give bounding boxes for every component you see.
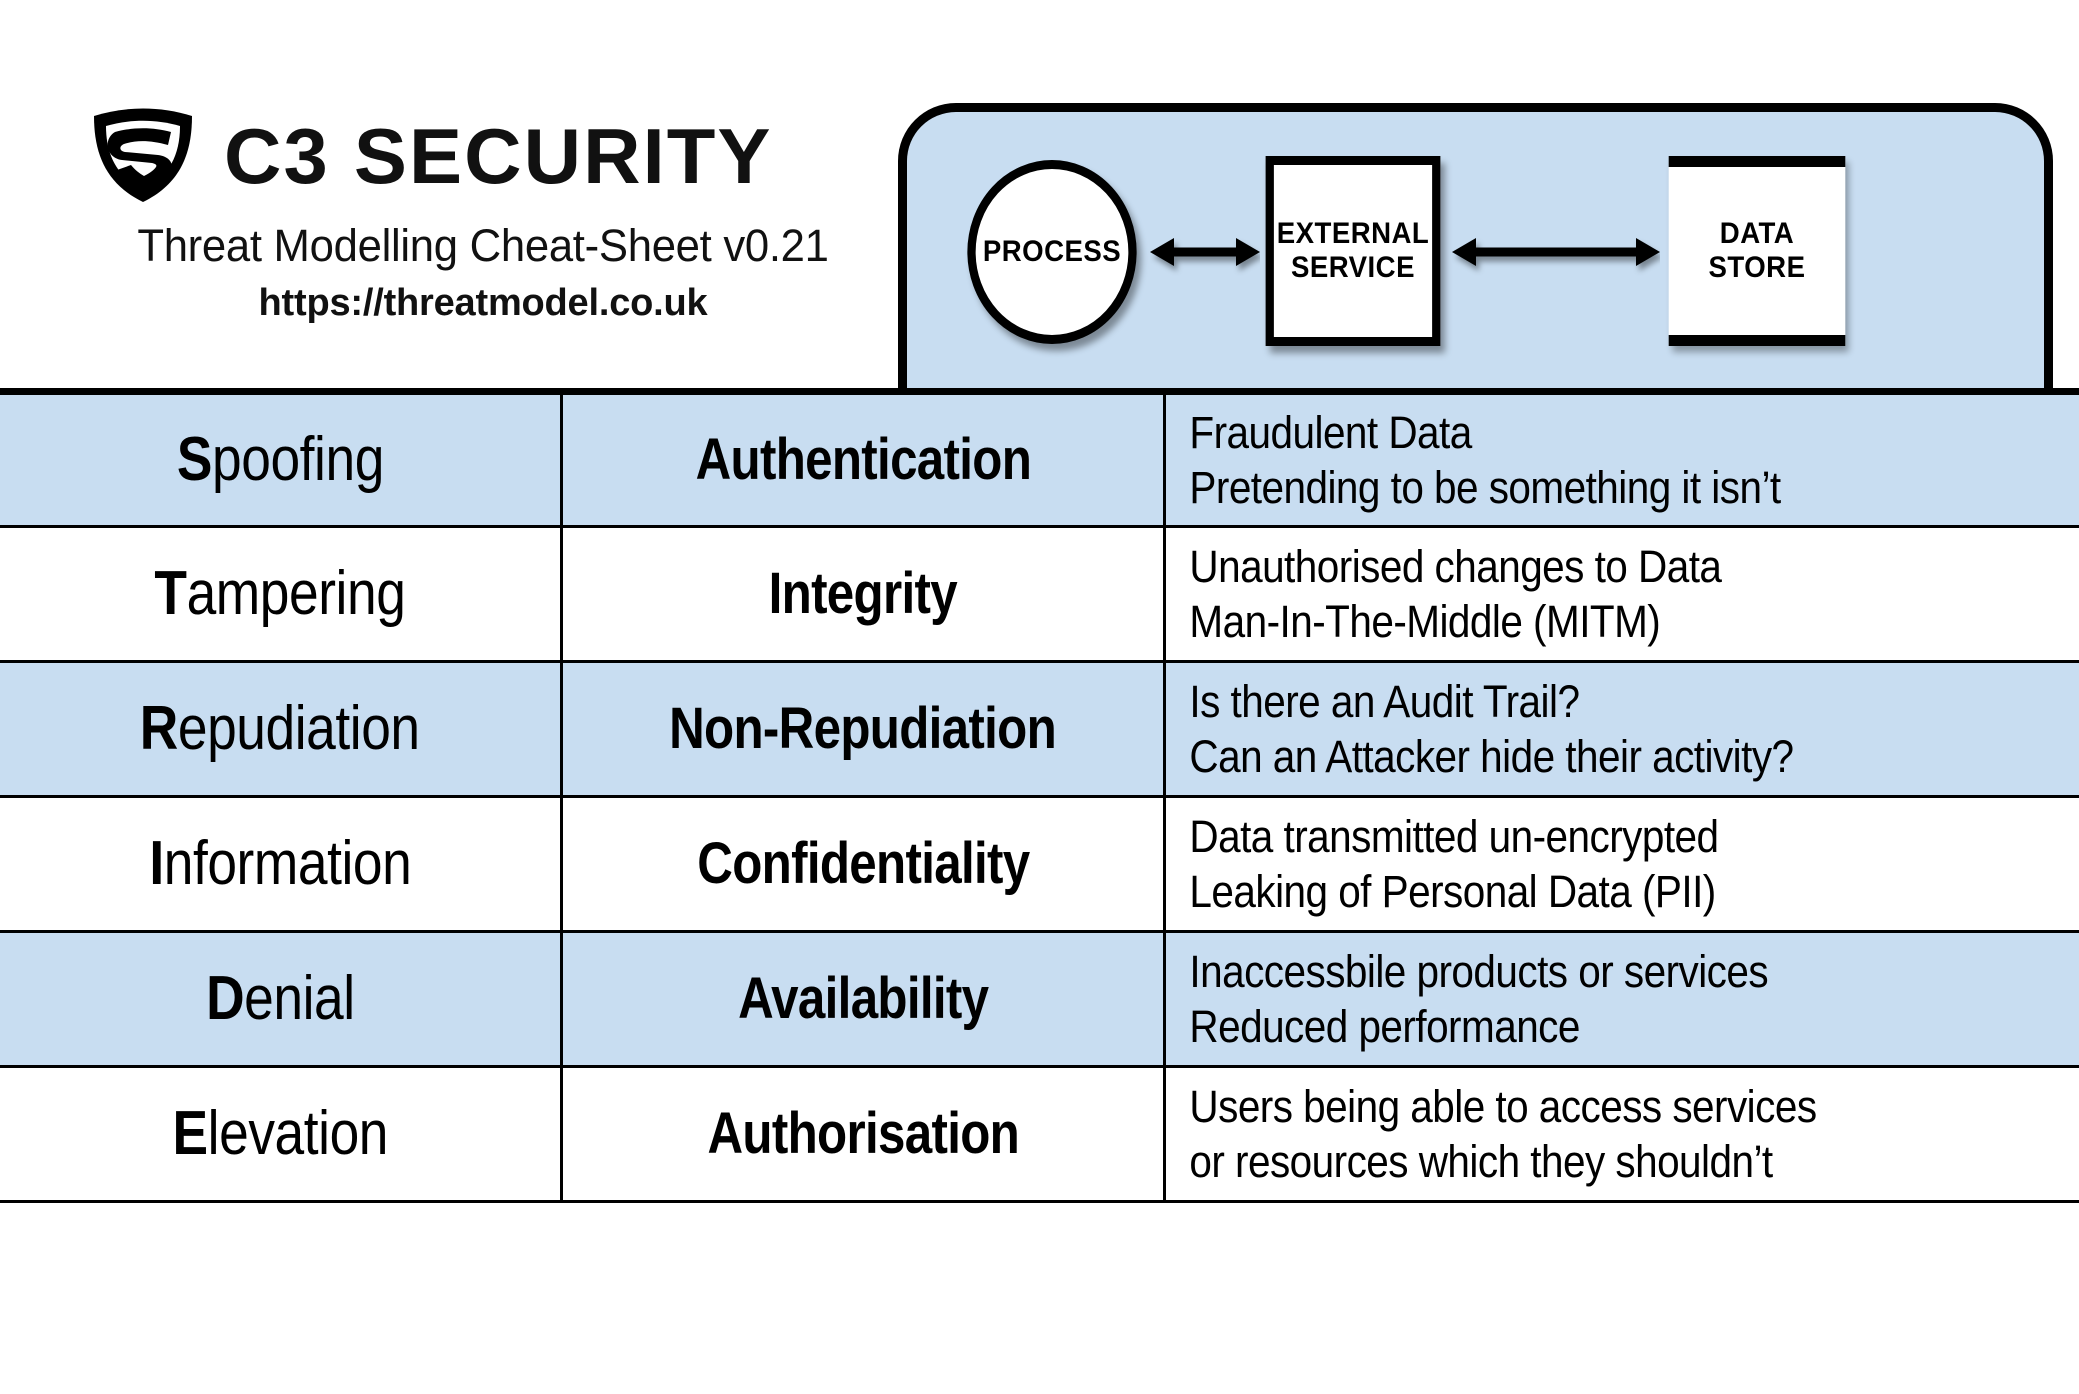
threat-label: Information	[149, 833, 411, 895]
threat-rest: epudiation	[178, 694, 420, 763]
threat-lead-letter: D	[205, 964, 245, 1033]
property-cell: Authorisation	[561, 1066, 1166, 1203]
property-label: Integrity	[768, 561, 958, 626]
description-line-2: Pretending to be something it isn’t	[1189, 462, 1781, 513]
description-line-1: Data transmitted un-encrypted	[1189, 810, 1719, 862]
property-label: Non-Repudiation	[669, 696, 1058, 761]
threat-cell: Denial	[0, 931, 563, 1068]
description-line-1: Is there an Audit Trail?	[1189, 675, 1580, 727]
table-row: Spoofing Authentication Fraudulent Data …	[0, 388, 2079, 528]
description-cell: Fraudulent Data Pretending to be somethi…	[1164, 388, 2079, 528]
threat-label: Repudiation	[140, 698, 420, 760]
property-label: Authentication	[695, 427, 1031, 492]
arrow-external-service-to-data-store-icon	[1452, 222, 1660, 282]
description-line-2: Can an Attacker hide their activity?	[1189, 731, 1794, 782]
description-cell: Is there an Audit Trail? Can an Attacker…	[1164, 661, 2079, 798]
threat-lead-letter: S	[176, 425, 212, 494]
threat-label: Tampering	[154, 563, 405, 625]
description-text: Inaccessbile products or services Reduce…	[1166, 944, 1993, 1055]
description-cell: Users being able to access services or r…	[1164, 1066, 2079, 1203]
threat-label: Spoofing	[176, 429, 384, 491]
description-text: Users being able to access services or r…	[1166, 1079, 1993, 1190]
property-cell: Non-Repudiation	[561, 661, 1166, 798]
brand-subtitle: Threat Modelling Cheat-Sheet v0.21	[137, 220, 829, 271]
table-row: Information Confidentiality Data transmi…	[0, 796, 2079, 933]
description-line-2: Leaking of Personal Data (PII)	[1189, 866, 1716, 917]
description-line-1: Fraudulent Data	[1189, 406, 1472, 458]
threat-lead-letter: E	[172, 1099, 208, 1168]
description-line-2: Man-In-The-Middle (MITM)	[1189, 596, 1661, 647]
table-row: Tampering Integrity Unauthorised changes…	[0, 526, 2079, 663]
threat-cell: Tampering	[0, 526, 563, 663]
description-line-1: Inaccessbile products or services	[1189, 945, 1769, 997]
description-line-2: or resources which they shouldn’t	[1189, 1136, 1773, 1187]
description-cell: Inaccessbile products or services Reduce…	[1164, 931, 2079, 1068]
external-service-label-line2: SERVICE	[1291, 251, 1415, 284]
description-text: Data transmitted un-encrypted Leaking of…	[1166, 809, 1993, 920]
description-cell: Data transmitted un-encrypted Leaking of…	[1164, 796, 2079, 933]
threat-rest: levation	[207, 1099, 388, 1168]
diagram-node-data-store: DATA STORE	[1668, 156, 1846, 346]
property-label: Availability	[737, 966, 989, 1031]
property-label: Authorisation	[707, 1101, 1019, 1166]
external-service-label-line1: EXTERNAL	[1276, 217, 1430, 251]
property-cell: Authentication	[561, 388, 1166, 528]
property-label: Confidentiality	[696, 831, 1030, 896]
brand-url[interactable]: https://threatmodel.co.uk	[258, 282, 708, 324]
table-row: Denial Availability Inaccessbile product…	[0, 931, 2079, 1068]
threat-label: Denial	[206, 968, 355, 1030]
threat-lead-letter: I	[148, 829, 164, 898]
threat-rest: ampering	[186, 559, 406, 628]
data-flow-diagram-banner: PROCESS EXTERNAL SERVICE	[898, 103, 2053, 398]
property-cell: Confidentiality	[561, 796, 1166, 933]
description-text: Is there an Audit Trail? Can an Attacker…	[1166, 674, 1993, 785]
threat-rest: enial	[243, 964, 355, 1033]
property-cell: Availability	[561, 931, 1166, 1068]
stride-table-body: Spoofing Authentication Fraudulent Data …	[0, 388, 2079, 1203]
shield-logo-icon	[88, 108, 198, 204]
threat-label: Elevation	[172, 1103, 388, 1165]
description-cell: Unauthorised changes to Data Man-In-The-…	[1164, 526, 2079, 663]
threat-lead-letter: R	[140, 694, 179, 763]
description-text: Fraudulent Data Pretending to be somethi…	[1166, 405, 1993, 516]
diagram-node-process: PROCESS	[967, 160, 1137, 344]
description-text: Unauthorised changes to Data Man-In-The-…	[1166, 539, 1993, 650]
threat-lead-letter: T	[154, 559, 187, 628]
threat-rest: poofing	[211, 425, 384, 494]
table-row: Elevation Authorisation Users being able…	[0, 1066, 2079, 1203]
threat-cell: Repudiation	[0, 661, 563, 798]
stride-table: Spoofing Authentication Fraudulent Data …	[0, 388, 2079, 1203]
data-store-label: DATA STORE	[1708, 217, 1806, 284]
description-line-2: Reduced performance	[1189, 1001, 1580, 1052]
description-line-1: Unauthorised changes to Data	[1189, 540, 1722, 592]
brand-wordmark: C3 SECURITY	[224, 112, 773, 200]
threat-cell: Information	[0, 796, 563, 933]
arrow-process-to-external-service-icon	[1150, 222, 1260, 282]
threat-cell: Spoofing	[0, 388, 563, 528]
brand-block: C3 SECURITY Threat Modelling Cheat-Sheet…	[88, 108, 878, 325]
property-cell: Integrity	[561, 526, 1166, 663]
description-line-1: Users being able to access services	[1189, 1080, 1817, 1132]
threat-cell: Elevation	[0, 1066, 563, 1203]
external-service-label: EXTERNAL SERVICE	[1277, 217, 1429, 284]
threat-rest: nformation	[163, 829, 412, 898]
brand-row: C3 SECURITY	[88, 108, 878, 204]
process-label: PROCESS	[982, 235, 1122, 269]
diagram-node-external-service: EXTERNAL SERVICE	[1265, 156, 1441, 346]
table-row: Repudiation Non-Repudiation Is there an …	[0, 661, 2079, 798]
